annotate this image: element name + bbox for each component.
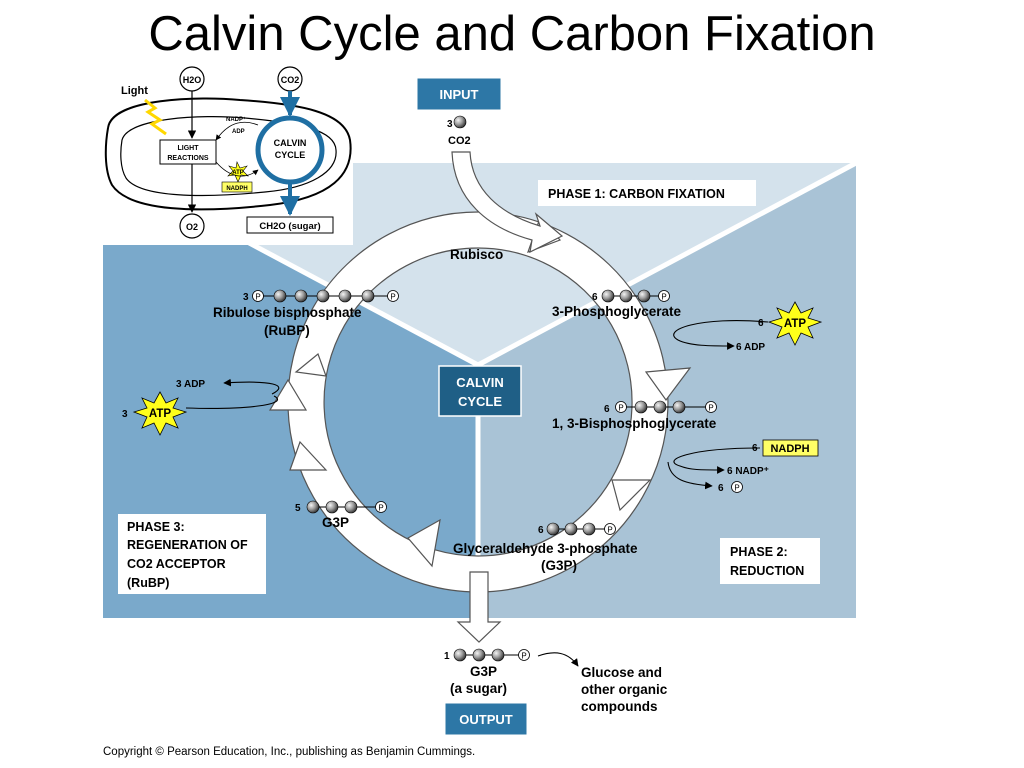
rubp-label-2: (RuBP) <box>264 323 310 338</box>
rubisco-label: Rubisco <box>450 247 503 262</box>
output-count: 1 <box>444 651 450 662</box>
g3p5-label: G3P <box>322 515 349 530</box>
svg-text:P: P <box>734 484 739 493</box>
svg-text:P: P <box>607 526 612 535</box>
output-sugar: (a sugar) <box>450 681 507 696</box>
co2-input-arrow <box>451 151 564 254</box>
g3p5-chain: P <box>306 500 387 514</box>
calvin-center-2: CYCLE <box>458 394 502 409</box>
inset-light-label: Light <box>121 85 148 97</box>
inset-adp: ADP <box>232 129 245 135</box>
nadph-box <box>762 439 819 457</box>
atp3-label: ATP <box>149 408 171 420</box>
svg-text:P: P <box>255 293 260 302</box>
inset-calvin-1: CALVIN <box>274 138 307 148</box>
atp3-star <box>132 391 188 436</box>
inset-atp: ATP <box>232 170 244 176</box>
g3p-label-2: (G3P) <box>541 558 577 573</box>
g3p-label-1: Glyceraldehyde 3-phosphate <box>453 541 638 556</box>
calvin-cycle-center-box <box>438 365 522 417</box>
svg-text:P: P <box>378 504 383 513</box>
calvin-center-1: CALVIN <box>456 375 503 390</box>
svg-text:P: P <box>618 404 623 413</box>
g3p-count: 6 <box>538 525 544 536</box>
inset-o2: O2 <box>186 222 198 232</box>
svg-text:P: P <box>390 293 395 302</box>
glucose-label-2: other organic <box>581 682 668 697</box>
phase3-label-1: PHASE 3: <box>127 520 185 534</box>
phase3-label-4: (RuBP) <box>127 576 169 590</box>
rubp-chain: P P <box>252 289 399 303</box>
bpg-label: 1, 3-Bisphosphoglycerate <box>552 416 717 431</box>
input-box <box>416 77 502 111</box>
slide-title: Calvin Cycle and Carbon Fixation <box>148 7 876 61</box>
output-g3p-chain: P <box>453 648 530 662</box>
svg-text:P: P <box>661 293 666 302</box>
nadph-label: NADPH <box>770 443 809 455</box>
atp3-count: 3 <box>122 409 128 420</box>
rubp-count: 3 <box>243 292 249 303</box>
input-co2: CO2 <box>448 135 471 147</box>
phase1-box <box>538 180 756 206</box>
svg-text:P: P <box>521 652 526 661</box>
input-label: INPUT <box>440 87 479 102</box>
atp6-label: ATP <box>784 318 806 330</box>
output-g3p: G3P <box>470 664 497 679</box>
phase1-label: PHASE 1: CARBON FIXATION <box>548 187 725 201</box>
inset-calvin-2: CYCLE <box>275 150 306 160</box>
pi6-phosphate <box>731 481 743 493</box>
rubp-label-1: Ribulose bisphosphate <box>213 305 362 320</box>
co2-ball <box>453 115 467 129</box>
phase2-label-2: REDUCTION <box>730 564 804 578</box>
inset-light-reactions-2: REACTIONS <box>167 155 209 162</box>
svg-text:P: P <box>708 404 713 413</box>
g3p-chain: P <box>546 522 616 536</box>
output-label: OUTPUT <box>459 712 513 727</box>
chloroplast-inset: Light H2O CO2 LIGHT REACTIONS CALVIN CYC… <box>103 66 353 245</box>
inset-h2o: H2O <box>183 75 202 85</box>
pi6-count: 6 <box>718 483 724 494</box>
phase3-box <box>118 514 266 594</box>
output-box <box>444 702 528 736</box>
phase2-box <box>720 538 820 584</box>
adp3-label: 3 ADP <box>176 379 205 390</box>
inset-light-reactions-1: LIGHT <box>178 145 200 152</box>
inset-nadph: NADPH <box>226 186 247 192</box>
phase3-label-3: CO2 ACCEPTOR <box>127 557 226 571</box>
atp6-star <box>767 301 823 346</box>
phase2-label-1: PHASE 2: <box>730 545 788 559</box>
pga-count: 6 <box>592 292 598 303</box>
bpg-count: 6 <box>604 404 610 415</box>
inset-sugar: CH2O (sugar) <box>259 221 320 232</box>
bpg-chain: P P <box>615 400 717 414</box>
glucose-label-1: Glucose and <box>581 665 662 680</box>
inset-co2: CO2 <box>281 75 300 85</box>
phase3-label-2: REGENERATION OF <box>127 538 248 552</box>
g3p5-count: 5 <box>295 503 301 514</box>
inset-nadp: NADP⁺ <box>226 116 246 123</box>
glucose-label-3: compounds <box>581 699 658 714</box>
copyright-notice: Copyright © Pearson Education, Inc., pub… <box>103 746 476 758</box>
pga-chain: P <box>601 289 670 303</box>
input-count: 3 <box>447 119 453 130</box>
atp6-count: 6 <box>758 318 764 329</box>
adp6-label: 6 ADP <box>736 342 765 353</box>
nadp6-label: 6 NADP⁺ <box>727 466 769 477</box>
output-arrow <box>456 571 502 643</box>
pga-label: 3-Phosphoglycerate <box>552 304 682 319</box>
